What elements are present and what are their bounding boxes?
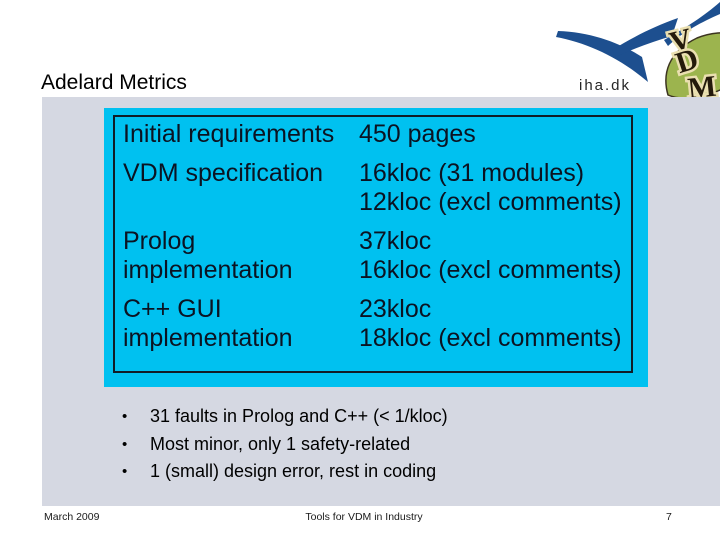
row-value-line: 23kloc [359, 295, 432, 323]
swoosh-flag-medium [612, 18, 678, 57]
iha-swoosh-logo-icon [556, 2, 720, 82]
row-value: 23kloc 18kloc (excl comments) [359, 295, 631, 353]
row-label-line: implementation [123, 324, 293, 352]
row-label: Prolog implementation [123, 227, 359, 285]
row-label-line: Initial requirements [123, 120, 335, 148]
table-row: VDM specification 16kloc (31 modules) 12… [123, 159, 631, 217]
row-value-line: 450 pages [359, 120, 476, 148]
bullet-text: 1 (small) design error, rest in coding [150, 461, 437, 481]
table-row: Initial requirements 450 pages [123, 120, 631, 149]
row-value-line: 16kloc (excl comments) [359, 256, 622, 284]
bullet-list: • 31 faults in Prolog and C++ (< 1/kloc)… [122, 403, 448, 486]
bullet-dot-icon: • [122, 408, 128, 425]
row-value: 37kloc 16kloc (excl comments) [359, 227, 631, 285]
row-value-line: 18kloc (excl comments) [359, 324, 622, 352]
row-label-line: implementation [123, 256, 293, 284]
bullet-text: Most minor, only 1 safety-related [150, 433, 411, 454]
row-value: 16kloc (31 modules) 12kloc (excl comment… [359, 159, 631, 217]
metrics-table-border: Initial requirements 450 pages VDM speci… [113, 115, 633, 373]
row-value-line: 37kloc [359, 227, 432, 255]
row-label: Initial requirements [123, 120, 359, 149]
row-value: 450 pages [359, 120, 631, 149]
bullet-dot-icon: • [122, 435, 128, 453]
slide-title: Adelard Metrics [41, 71, 187, 94]
bullet-dot-icon: • [122, 463, 128, 480]
row-value-line: 16kloc (31 modules) [359, 159, 585, 187]
bullet-text: 31 faults in Prolog and C++ (< 1/kloc) [150, 406, 448, 426]
row-label-line: Prolog [123, 227, 196, 255]
bullet-item: • 31 faults in Prolog and C++ (< 1/kloc) [122, 403, 448, 431]
row-value-line: 12kloc (excl comments) [359, 188, 622, 216]
row-label-line: VDM specification [123, 159, 324, 187]
bullet-item: • 1 (small) design error, rest in coding [122, 458, 448, 486]
table-row: Prolog implementation 37kloc 16kloc (exc… [123, 227, 631, 285]
swoosh-flag-small [664, 2, 720, 46]
metrics-table: Initial requirements 450 pages VDM speci… [104, 108, 648, 387]
footer-page-number: 7 [666, 511, 672, 523]
swoosh-flag-large [556, 31, 648, 82]
row-label: C++ GUI implementation [123, 295, 359, 353]
row-label-line: C++ GUI [123, 295, 222, 323]
content-panel: Initial requirements 450 pages VDM speci… [42, 97, 720, 506]
table-row: C++ GUI implementation 23kloc 18kloc (ex… [123, 295, 631, 353]
bullet-item: • Most minor, only 1 safety-related [122, 431, 448, 459]
vdm-leaf [665, 32, 720, 99]
footer-presentation-title: Tools for VDM in Industry [305, 511, 423, 523]
footer-date: March 2009 [44, 511, 100, 523]
iha-logo-text: iha.dk [579, 77, 632, 94]
row-label: VDM specification [123, 159, 359, 217]
vdm-logo-icon: V D M [664, 22, 720, 104]
